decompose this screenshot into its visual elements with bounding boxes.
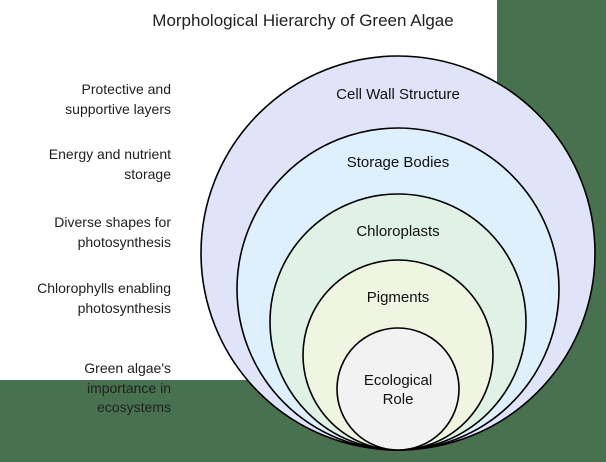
side-label-line: storage xyxy=(124,165,171,182)
side-label-line: photosynthesis xyxy=(77,299,171,316)
ring-label-chloroplasts: Chloroplasts xyxy=(356,223,440,240)
side-label-storage-bodies: Energy and nutrient storage xyxy=(0,145,171,184)
side-label-line: ecosystems xyxy=(97,399,171,415)
diagram-title: Morphological Hierarchy of Green Algae xyxy=(152,11,454,30)
side-label-line: Green algae's xyxy=(84,360,171,376)
side-label-line: photosynthesis xyxy=(77,233,171,250)
side-label-line: importance in xyxy=(86,379,171,396)
side-label-pigments: Chlorophylls enabling photosynthesis xyxy=(0,279,171,318)
side-label-line: Energy and nutrient xyxy=(48,146,171,162)
side-label-ecological-role: Green algae's importance in ecosystems xyxy=(0,359,171,418)
ring-circle-ecological-role xyxy=(336,327,460,451)
side-label-line: Diverse shapes for xyxy=(54,214,171,230)
side-label-line: supportive layers xyxy=(65,100,171,117)
side-label-line: Protective and xyxy=(81,81,172,97)
ring-label-pigments: Pigments xyxy=(366,289,430,306)
ring-label-ecological-role-line1: Ecological xyxy=(363,372,433,389)
side-label-cell-wall-structure: Protective and supportive layers xyxy=(0,80,171,119)
ring-label-cell-wall-structure: Cell Wall Structure xyxy=(336,86,460,103)
side-label-chloroplasts: Diverse shapes for photosynthesis xyxy=(0,213,171,252)
ring-label-ecological-role: Ecological Role xyxy=(248,371,548,409)
ring-label-ecological-role-line2: Role xyxy=(382,391,414,408)
side-label-line: Chlorophylls enabling xyxy=(37,280,171,296)
ring-label-storage-bodies: Storage Bodies xyxy=(346,154,450,171)
